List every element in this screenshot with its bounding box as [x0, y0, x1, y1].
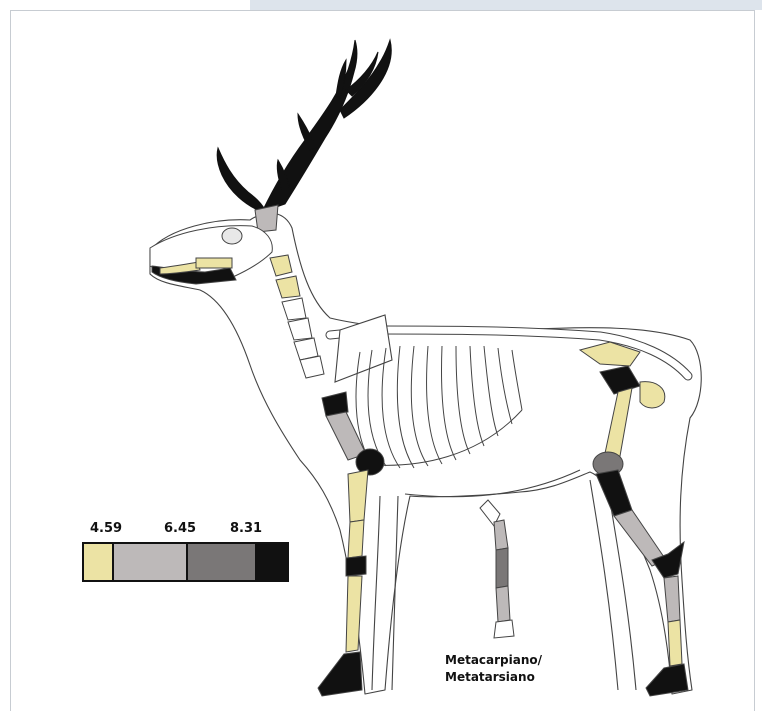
- femur: [604, 388, 632, 458]
- pelvis: [600, 366, 665, 408]
- color-scale-legend: 4.59 6.45 8.31: [82, 521, 292, 585]
- fore-leg: [318, 392, 384, 696]
- legend-swatch-1: [84, 544, 112, 580]
- antlers: [217, 40, 391, 212]
- hind-leg: [596, 470, 688, 696]
- legend-swatch-4: [255, 544, 287, 580]
- legend-label-2: 6.45: [164, 521, 196, 537]
- neck-vertebrae: [270, 255, 324, 378]
- skull: [150, 226, 272, 284]
- legend-label-1: 4.59: [90, 521, 122, 537]
- legend-swatch-3: [186, 544, 255, 580]
- metapodial-caption: Metacarpiano/ Metatarsiano: [445, 652, 542, 686]
- legend-color-bar: [82, 542, 289, 582]
- caption-line-1: Metacarpiano/: [445, 652, 542, 669]
- legend-swatch-2: [112, 544, 186, 580]
- belly-line: [405, 470, 580, 497]
- caption-line-2: Metatarsiano: [445, 669, 542, 686]
- metapodial-bone: [480, 500, 514, 638]
- legend-label-3: 8.31: [230, 521, 262, 537]
